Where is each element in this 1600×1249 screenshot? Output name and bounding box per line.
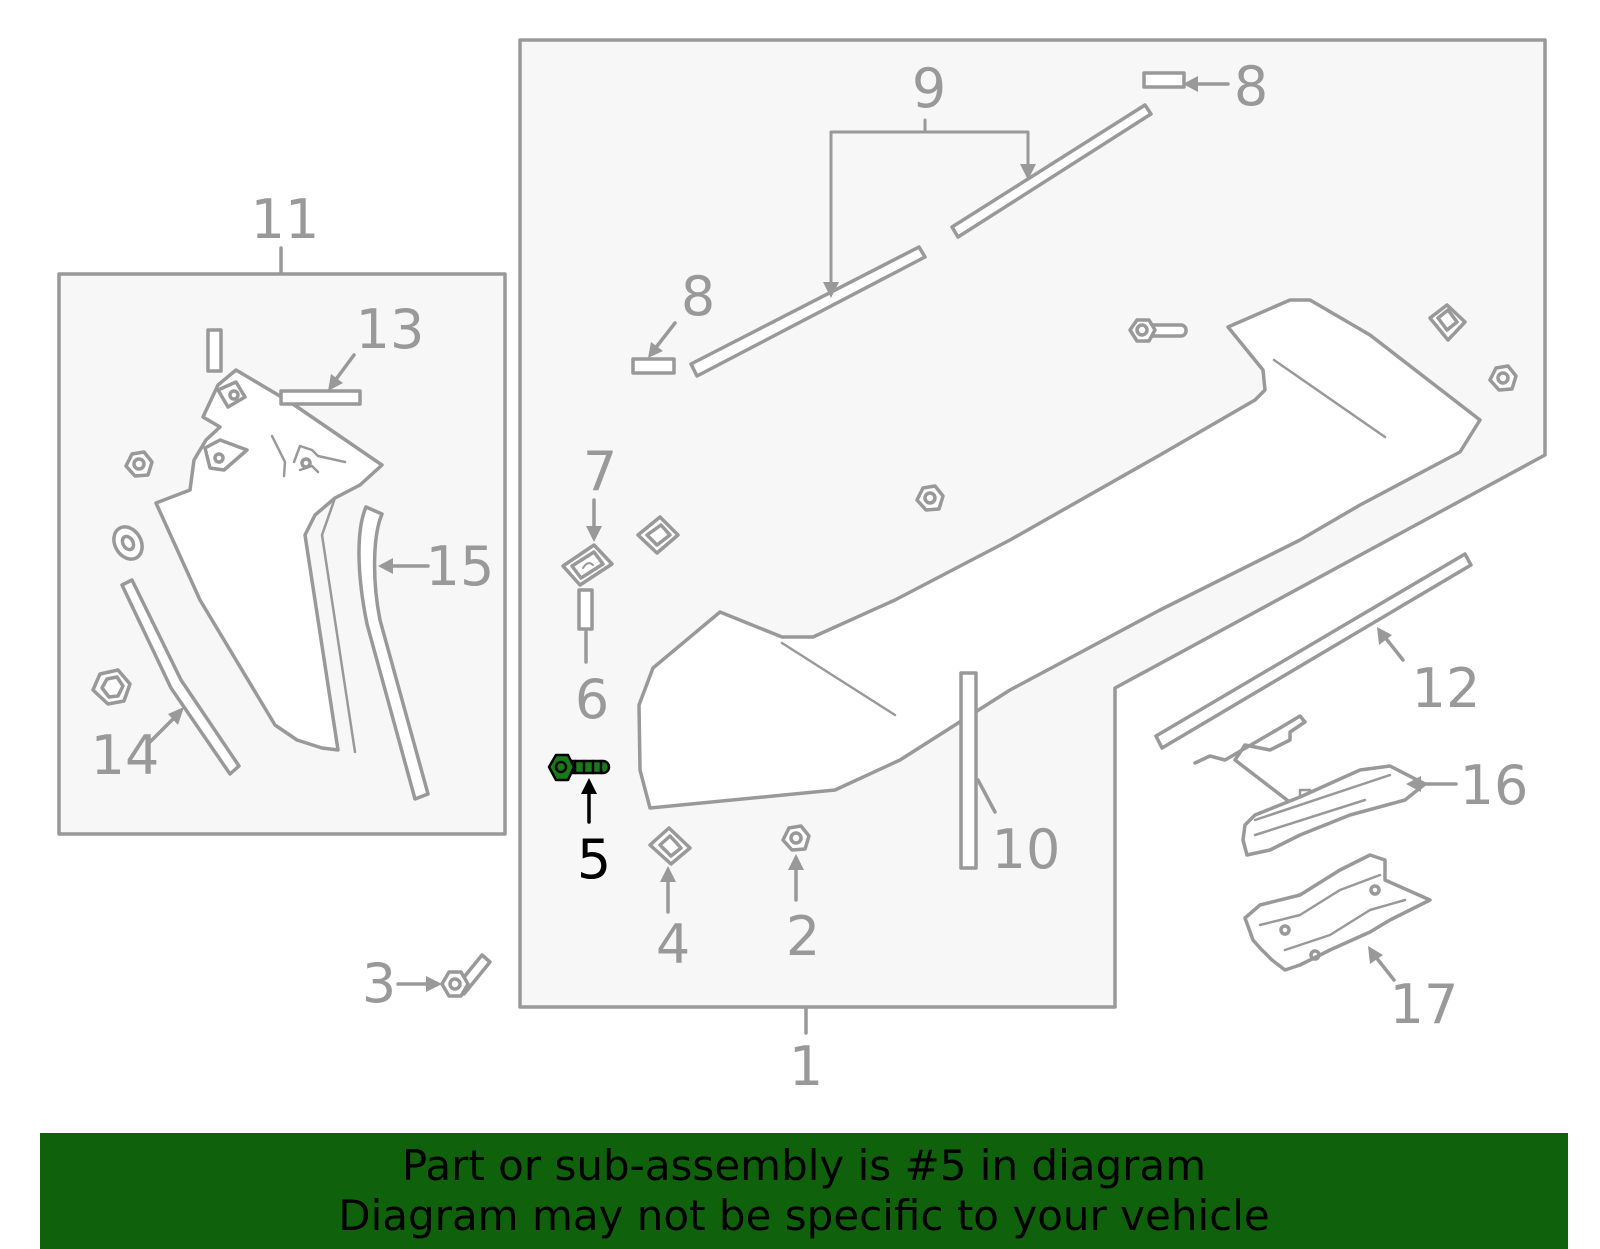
nut-right	[1488, 364, 1518, 392]
clip-left	[636, 515, 680, 555]
garnish-tab-a	[203, 380, 249, 472]
spoiler-body	[637, 298, 1482, 810]
callout-9-leader	[829, 118, 1030, 292]
callout-9-arrow-a	[823, 282, 839, 298]
callout-4: 4	[656, 913, 690, 976]
callout-8-lower: 8	[681, 265, 715, 328]
callout-7: 7	[583, 440, 617, 503]
callout-11: 11	[251, 188, 320, 251]
callout-15-arrow	[378, 558, 393, 574]
callout-4-arrow	[660, 866, 676, 882]
callout-3: 3	[362, 952, 396, 1015]
callout-13: 13	[356, 298, 425, 361]
callout-12-arrow	[1377, 627, 1392, 645]
callout-15: 15	[426, 535, 495, 598]
callout-2: 2	[786, 905, 820, 968]
garnish-tab-b	[270, 434, 347, 478]
garnish-inner-edge	[320, 496, 357, 754]
callout-1: 1	[789, 1035, 823, 1098]
callout-9-arrow-b	[1020, 164, 1036, 180]
tape-8-upper	[1142, 71, 1186, 89]
callout-13-arrow	[328, 374, 343, 391]
callout-12: 12	[1412, 657, 1481, 720]
bolt-3	[440, 953, 492, 998]
tape-6	[577, 588, 594, 631]
callout-17-arrow	[1368, 946, 1383, 964]
bolt-on-spoiler	[1128, 318, 1188, 343]
garnish-hole-c	[300, 457, 312, 469]
bracket-17	[1243, 853, 1432, 972]
callout-9: 9	[912, 57, 946, 120]
spoiler-crease-right	[1272, 358, 1387, 439]
callout-8-upper-arrow	[1183, 76, 1198, 92]
strip-12	[1154, 552, 1473, 750]
callout-14: 14	[91, 724, 160, 787]
spoiler-crease-left	[780, 641, 897, 717]
garnish-hole-b	[213, 452, 225, 464]
bolt-5-highlighted[interactable]	[547, 753, 611, 782]
tape-13-vertical	[206, 328, 223, 373]
callout-16: 16	[1460, 754, 1529, 817]
callout-14-leader	[148, 714, 178, 744]
callout-5-arrow	[581, 778, 597, 794]
seal-strip-upper	[950, 103, 1153, 239]
seal-strip-lower	[689, 245, 927, 378]
nut-center	[915, 484, 945, 512]
callout-17-leader	[1373, 954, 1396, 982]
callout-2-arrow	[788, 854, 804, 870]
washer-sub	[112, 525, 144, 561]
seal-14	[120, 578, 241, 776]
info-banner: Part or sub-assembly is #5 in diagram Di…	[40, 1133, 1568, 1249]
nut-2	[781, 824, 811, 852]
callout-13-leader	[332, 353, 356, 384]
callout-12-leader	[1382, 634, 1405, 662]
clip-right-top	[1428, 303, 1467, 342]
garnish-hole-a	[228, 389, 240, 401]
tape-8-lower	[631, 357, 676, 375]
callout-17: 17	[1390, 973, 1459, 1036]
clip-7	[561, 543, 614, 587]
callout-3-arrow	[426, 976, 442, 992]
callout-10-leader	[976, 778, 997, 814]
banner-line-1: Part or sub-assembly is #5 in diagram	[401, 1141, 1207, 1190]
stop-lamp-16	[1193, 714, 1427, 857]
callout-5: 5	[577, 828, 611, 891]
strip-10	[959, 671, 978, 870]
banner-line-2: Diagram may not be specific to your vehi…	[338, 1191, 1270, 1240]
callout-8-lower-leader	[652, 321, 677, 352]
nut-sub-b	[91, 668, 132, 706]
callout-7-arrow	[586, 526, 602, 542]
clip-4	[648, 826, 692, 866]
callout-8-lower-arrow	[648, 342, 663, 358]
nut-sub-a	[124, 450, 154, 478]
tape-13	[279, 389, 362, 406]
seal-15	[357, 505, 430, 801]
callout-8-upper: 8	[1234, 55, 1268, 118]
callout-6: 6	[575, 668, 609, 731]
callout-14-arrow	[168, 707, 184, 725]
callout-16-arrow	[1406, 776, 1421, 792]
callout-10: 10	[992, 818, 1061, 881]
